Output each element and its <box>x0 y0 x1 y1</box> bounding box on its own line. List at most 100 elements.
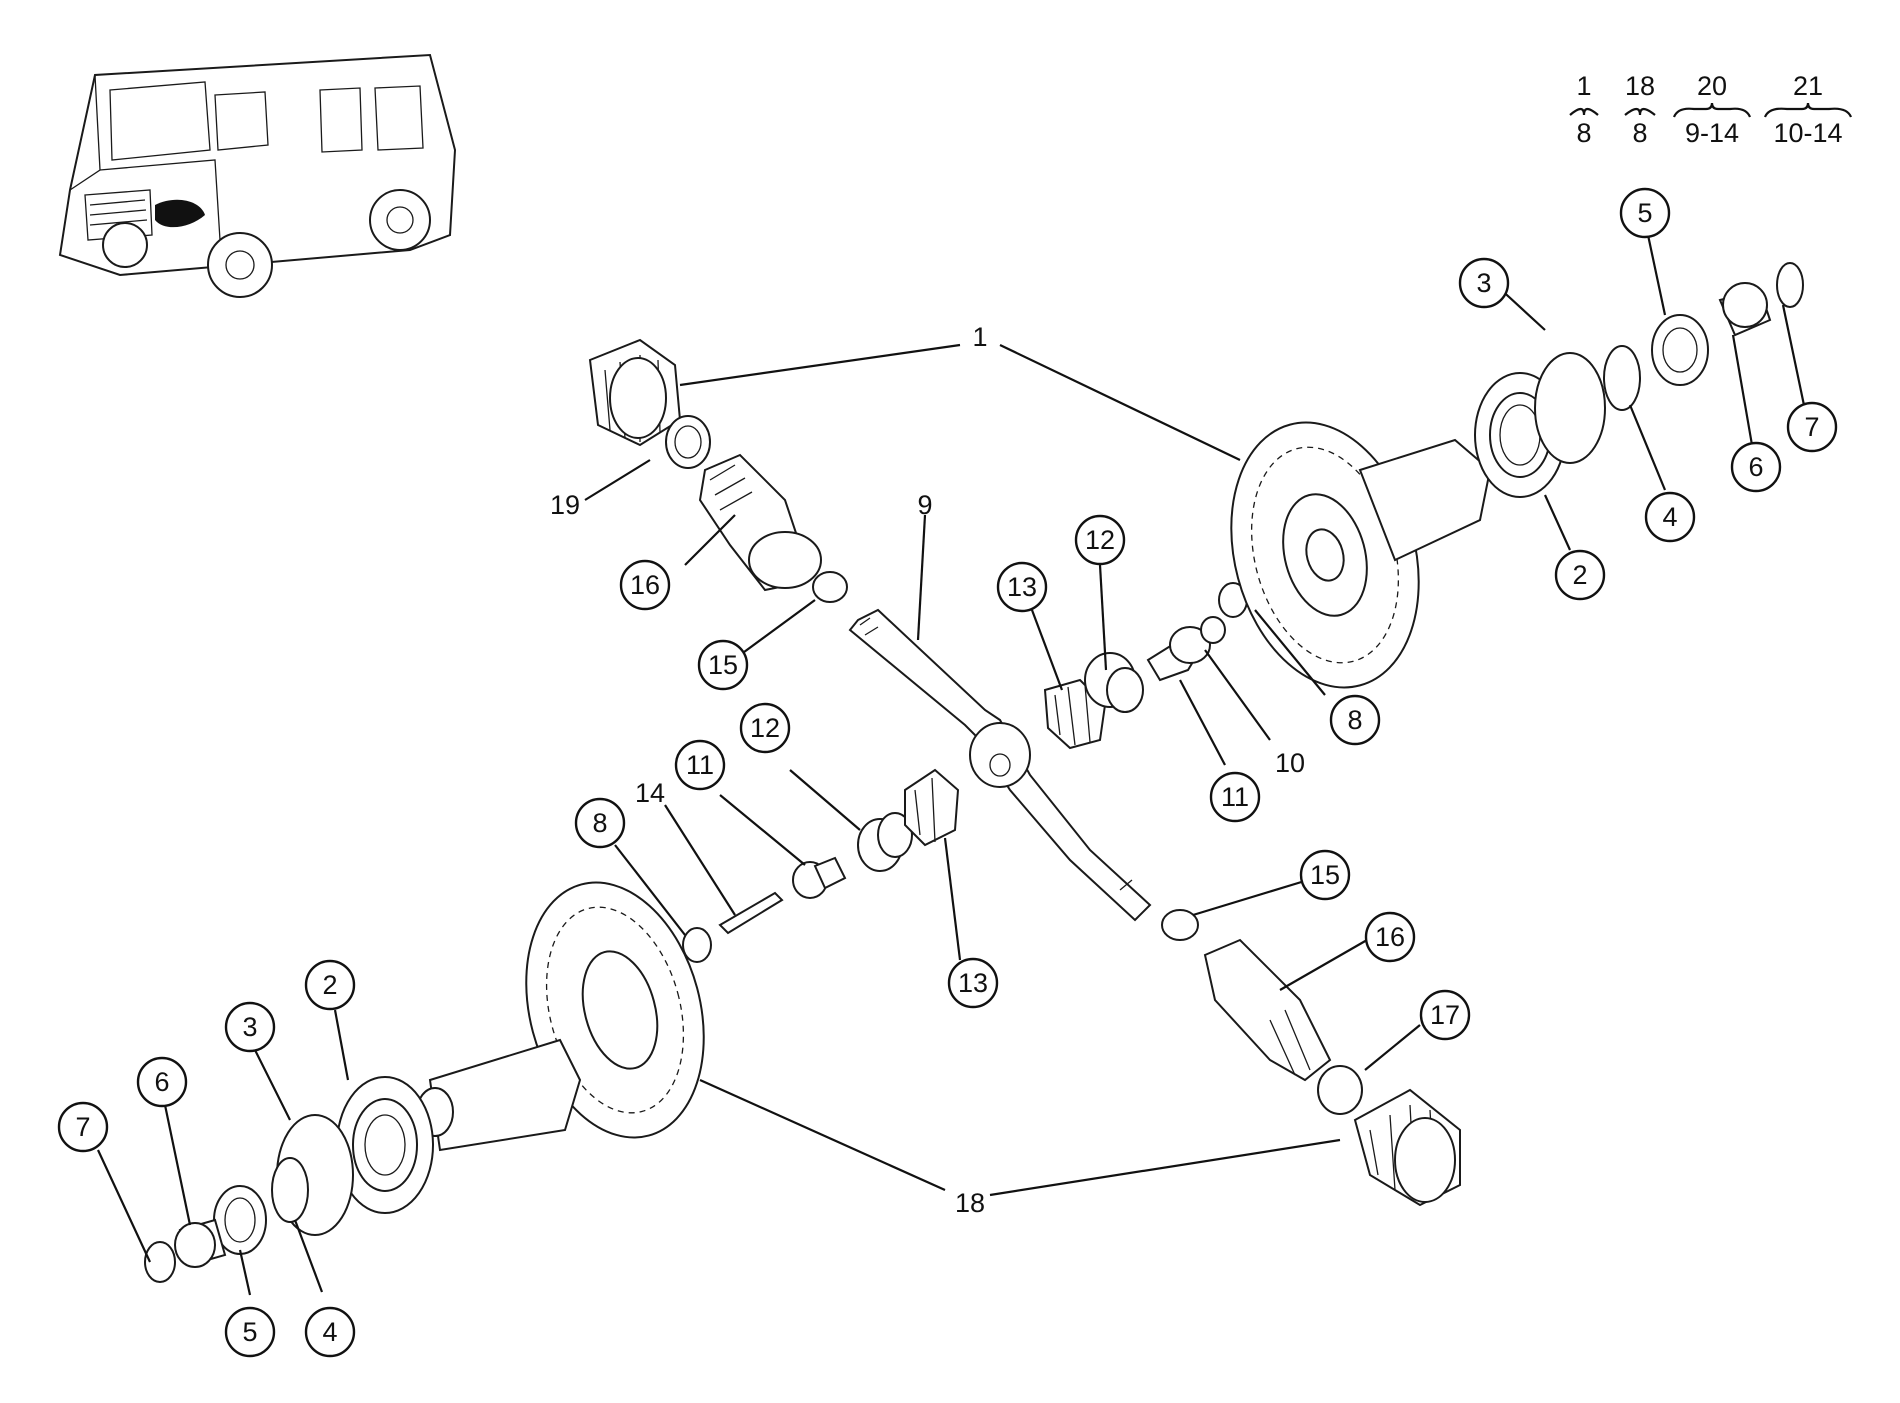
lower-crown-gear-18 <box>416 881 705 1152</box>
key-bottom-1: 8 <box>1576 118 1591 148</box>
callout-11-upper: 11 <box>1209 771 1261 823</box>
lower-circlip-4 <box>271 1157 309 1223</box>
upper-bearing-5 <box>1651 314 1709 386</box>
label-9: 9 <box>917 490 932 520</box>
svg-text:13: 13 <box>1007 572 1037 602</box>
lower-bolt-14 <box>718 891 784 935</box>
svg-text:8: 8 <box>592 808 607 838</box>
key-group-1: 1 8 <box>1569 71 1599 148</box>
plain-labels: 1 9 19 14 10 18 <box>550 322 1305 1218</box>
callout-3-upper: 3 <box>1458 257 1510 309</box>
callout-6-lower: 6 <box>136 1056 188 1108</box>
lower-washer-15 <box>1161 909 1199 941</box>
callout-16-lower: 16 <box>1364 911 1416 963</box>
svg-text:4: 4 <box>1662 502 1677 532</box>
vehicle-thumbnail-icon <box>58 53 457 298</box>
key-group-2: 18 8 <box>1624 71 1656 148</box>
svg-text:17: 17 <box>1430 1000 1460 1030</box>
lower-washer-17 <box>1317 1065 1363 1115</box>
lower-side-gear-13 <box>904 768 960 847</box>
callout-12-lower: 12 <box>739 702 791 754</box>
callout-13-upper: 13 <box>996 561 1048 613</box>
upper-crown-gear-1 <box>1230 421 1492 689</box>
lower-pinion-gear <box>1353 1088 1461 1207</box>
upper-washer-15 <box>812 571 848 603</box>
lower-bearing-2 <box>336 1076 434 1214</box>
svg-text:8: 8 <box>1347 705 1362 735</box>
lower-spacer-12 <box>857 812 913 872</box>
callout-13-lower: 13 <box>947 957 999 1009</box>
callout-6-upper: 6 <box>1730 441 1782 493</box>
cross-shaft-9 <box>848 608 1152 922</box>
callout-3-lower: 3 <box>224 1001 276 1053</box>
svg-text:4: 4 <box>322 1317 337 1347</box>
svg-text:11: 11 <box>1221 782 1249 812</box>
callout-7-lower: 7 <box>57 1101 109 1153</box>
svg-text:5: 5 <box>242 1317 257 1347</box>
svg-text:15: 15 <box>1310 860 1340 890</box>
svg-text:7: 7 <box>1804 412 1819 442</box>
svg-text:6: 6 <box>154 1067 169 1097</box>
svg-text:5: 5 <box>1637 198 1652 228</box>
key-top-3: 20 <box>1697 71 1727 101</box>
callouts: 5 3 7 6 4 2 12 13 8 11 16 15 12 11 8 13 … <box>57 187 1838 1358</box>
callout-8-lower: 8 <box>574 797 626 849</box>
upper-spacer-12 <box>1084 652 1144 713</box>
upper-washer-19 <box>665 415 711 469</box>
upper-shaft-16 <box>698 453 822 592</box>
key-group-4: 21 10-14 <box>1763 71 1853 148</box>
callout-5-lower: 5 <box>224 1306 276 1358</box>
key-bottom-2: 8 <box>1632 118 1647 148</box>
svg-text:16: 16 <box>630 570 660 600</box>
svg-text:6: 6 <box>1748 452 1763 482</box>
upper-circlip-4 <box>1603 345 1641 411</box>
parts-drawings <box>144 262 1804 1283</box>
svg-text:12: 12 <box>750 713 780 743</box>
upper-pinion-gear <box>588 338 682 447</box>
svg-text:12: 12 <box>1085 525 1115 555</box>
label-1: 1 <box>972 322 987 352</box>
key-group-3: 20 9-14 <box>1672 71 1752 148</box>
callout-15-lower: 15 <box>1299 849 1351 901</box>
key-top-4: 21 <box>1793 71 1823 101</box>
assembly-key: 1 8 18 8 20 9-14 21 10-14 <box>1569 71 1853 148</box>
upper-circlip-7 <box>1776 262 1804 308</box>
svg-text:11: 11 <box>686 750 714 780</box>
svg-text:3: 3 <box>1476 268 1491 298</box>
callout-16-upper: 16 <box>619 559 671 611</box>
callout-4-lower: 4 <box>304 1306 356 1358</box>
callout-15-upper: 15 <box>697 639 749 691</box>
svg-text:2: 2 <box>322 970 337 1000</box>
callout-17-lower: 17 <box>1419 989 1471 1041</box>
lower-sleeve-6 <box>174 1218 227 1268</box>
upper-bolt-11 <box>1146 616 1226 682</box>
svg-text:16: 16 <box>1375 922 1405 952</box>
callout-7-upper: 7 <box>1786 401 1838 453</box>
svg-text:7: 7 <box>75 1112 90 1142</box>
label-14: 14 <box>635 778 665 808</box>
svg-text:3: 3 <box>242 1012 257 1042</box>
lower-shaft-16 <box>1203 938 1332 1082</box>
lower-circlip-7 <box>144 1241 176 1283</box>
callout-2-upper: 2 <box>1554 549 1606 601</box>
lower-bolt-11 <box>792 856 847 899</box>
svg-text:15: 15 <box>708 650 738 680</box>
callout-2-lower: 2 <box>304 959 356 1011</box>
label-19: 19 <box>550 490 580 520</box>
lower-disc-8 <box>682 927 712 963</box>
upper-ring-3 <box>1534 352 1606 464</box>
callout-4-upper: 4 <box>1644 491 1696 543</box>
svg-text:13: 13 <box>958 968 988 998</box>
lower-bearing-5 <box>213 1185 267 1255</box>
key-bottom-3: 9-14 <box>1685 118 1739 148</box>
callout-5-upper: 5 <box>1619 187 1671 239</box>
label-10: 10 <box>1275 748 1305 778</box>
label-18: 18 <box>955 1188 985 1218</box>
key-top-1: 1 <box>1576 71 1591 101</box>
svg-text:2: 2 <box>1572 560 1587 590</box>
callout-11-lower: 11 <box>674 739 726 791</box>
key-top-2: 18 <box>1625 71 1655 101</box>
key-bottom-4: 10-14 <box>1773 118 1842 148</box>
